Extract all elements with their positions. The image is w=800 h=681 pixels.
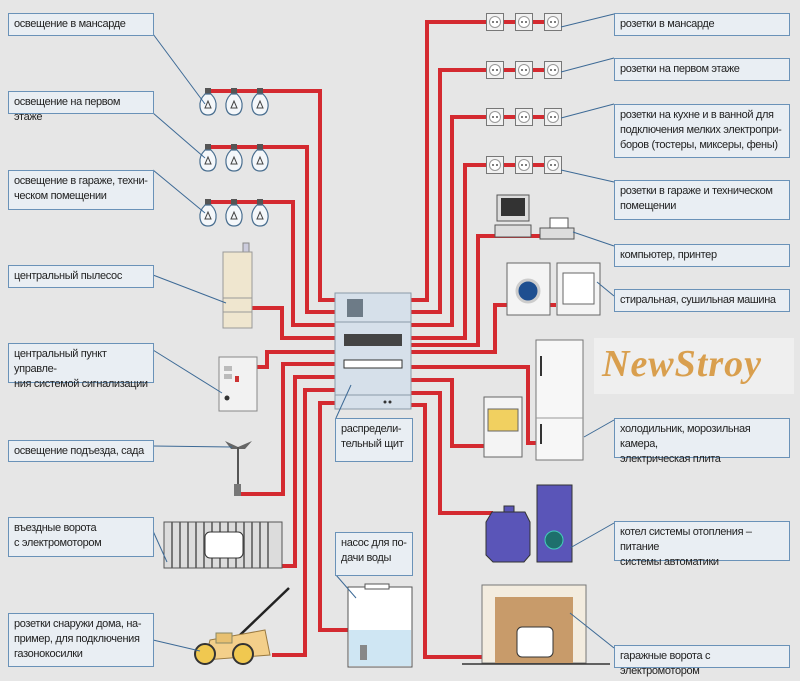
socket-icon xyxy=(486,13,504,31)
label-alarm-control: центральный пункт управле- ния системой … xyxy=(8,343,154,390)
socket-icon xyxy=(515,108,533,126)
label-garage-lighting: освещение в гараже, техни- ческом помеще… xyxy=(8,170,154,210)
light-bulbs xyxy=(199,88,269,227)
wire-mower xyxy=(272,388,336,657)
stove-icon xyxy=(483,396,523,458)
leader-line xyxy=(560,103,615,119)
label-attic-lighting: освещение в мансарде xyxy=(8,13,154,36)
label-kitchen-sockets: розетки на кухне и в ванной для подключе… xyxy=(614,104,790,158)
wire-gate xyxy=(281,375,336,568)
leader-line xyxy=(335,384,352,419)
leader-line xyxy=(152,33,206,105)
garage-door-icon xyxy=(462,584,610,665)
distribution-panel-icon xyxy=(334,292,412,410)
leader-line xyxy=(560,169,615,183)
socket-icon xyxy=(515,13,533,31)
watermark: NewStroy xyxy=(594,338,794,394)
label-garage-sockets: розетки в гараже и техническом помещении xyxy=(614,180,790,220)
socket-icon xyxy=(486,108,504,126)
leader-line xyxy=(572,231,615,247)
socket-icon xyxy=(515,156,533,174)
dryer-icon xyxy=(556,262,601,316)
leader-line xyxy=(583,419,615,438)
leader-line xyxy=(560,13,615,28)
watermark-text: NewStroy xyxy=(602,343,762,385)
fridge-icon xyxy=(535,339,584,461)
leader-line xyxy=(152,530,168,563)
label-fridge-stove: холодильник, морозильная камера, электри… xyxy=(614,418,790,465)
leader-line xyxy=(569,612,615,649)
socket-icon xyxy=(544,156,562,174)
leader-line xyxy=(152,274,227,304)
heating-boiler-icon xyxy=(485,484,573,563)
wire-garden-light xyxy=(240,362,336,496)
sockets xyxy=(486,13,562,174)
leader-line xyxy=(152,445,233,448)
water-pump-icon xyxy=(347,583,413,668)
socket-icon xyxy=(544,108,562,126)
printer-icon xyxy=(539,217,575,240)
leader-line xyxy=(152,169,206,214)
label-porch-garden-lighting: освещение подъезда, сада xyxy=(8,440,154,462)
label-entrance-gate: въездные ворота с электромотором xyxy=(8,517,154,557)
wire-attic-lighting xyxy=(208,89,336,302)
wire-fridge xyxy=(411,365,540,445)
socket-icon xyxy=(544,61,562,79)
leader-line xyxy=(335,574,357,599)
leader-line xyxy=(560,57,615,73)
washing-machine-icon xyxy=(506,262,551,316)
leader-line xyxy=(152,349,223,394)
label-first-floor-lighting: освещение на первом этаже xyxy=(8,91,154,123)
wire-stove xyxy=(411,378,485,448)
label-distribution-panel: распредели- тельный щит xyxy=(335,418,413,462)
wire-garage-door xyxy=(411,403,482,659)
wire-garage-sockets xyxy=(411,163,553,340)
socket-icon xyxy=(515,61,533,79)
wire-alarm xyxy=(257,350,336,369)
label-first-floor-sockets: розетки на первом этаже xyxy=(614,58,790,81)
socket-icon xyxy=(486,156,504,174)
alarm-control-icon xyxy=(218,356,258,412)
central-vacuum-icon xyxy=(222,242,253,329)
label-water-pump: насос для по- дачи воды xyxy=(335,532,413,576)
label-computer-printer: компьютер, принтер xyxy=(614,244,790,267)
socket-icon xyxy=(544,13,562,31)
wire-boiler xyxy=(411,391,493,515)
label-central-vacuum: центральный пылесос xyxy=(8,265,154,288)
wire-vacuum xyxy=(252,306,336,340)
leader-lines xyxy=(152,13,615,652)
wire-pump xyxy=(318,401,348,632)
leader-line xyxy=(152,639,201,652)
lawn-mower-icon xyxy=(194,587,290,665)
wire-garage-lighting xyxy=(208,200,336,327)
leader-line xyxy=(596,281,615,297)
label-outdoor-sockets: розетки снаружи дома, на- пример, для по… xyxy=(8,613,154,667)
leader-line xyxy=(152,112,206,159)
socket-icon xyxy=(486,61,504,79)
label-heating-boiler: котел системы отопления – питание систем… xyxy=(614,521,790,568)
label-garage-door: гаражные ворота с электромотором xyxy=(614,645,790,677)
computer-icon xyxy=(494,194,532,238)
label-washer-dryer: стиральная, сушильная машина xyxy=(614,289,790,312)
garden-light-icon xyxy=(225,441,252,496)
entrance-gate-icon xyxy=(163,521,283,569)
label-attic-sockets: розетки в мансарде xyxy=(614,13,790,36)
leader-line xyxy=(569,522,615,549)
